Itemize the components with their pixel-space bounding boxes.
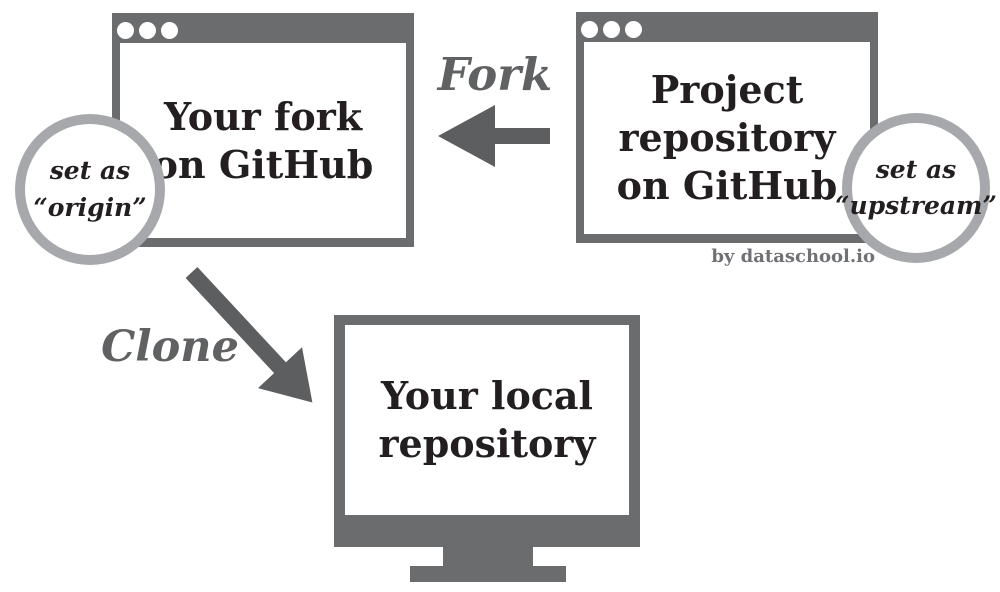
monitor-stand-neck [443, 547, 533, 567]
window-dot-icon [581, 21, 598, 38]
window-dot-icon [625, 21, 642, 38]
monitor-screen: Your local repository [345, 325, 629, 515]
window-dot-icon [117, 22, 134, 39]
fork-arrow-icon [438, 105, 550, 167]
clone-action-label: Clone [101, 322, 239, 372]
local-repository-title: Your local repository [378, 373, 596, 466]
project-window-content: Project repository on GitHub [584, 42, 870, 234]
clone-arrow-icon [185, 267, 313, 403]
fork-window-title: Your fork on GitHub [152, 93, 374, 187]
project-window-titlebar [576, 12, 878, 42]
byline: by dataschool.io [711, 246, 875, 267]
project-window-title: Project repository on GitHub [616, 67, 838, 208]
upstream-badge-label: set as “upstream” [835, 154, 997, 220]
local-repository-monitor: Your local repository [334, 315, 640, 547]
origin-badge: set as “origin” [15, 114, 165, 265]
window-dot-icon [161, 22, 178, 39]
fork-window-content: Your fork on GitHub [120, 43, 406, 238]
upstream-badge: set as “upstream” [835, 113, 997, 263]
origin-badge-label: set as “origin” [33, 156, 147, 222]
fork-window-titlebar [112, 13, 414, 43]
monitor-stand-base [410, 566, 566, 582]
fork-action-label: Fork [437, 48, 553, 101]
project-window: Project repository on GitHub [576, 12, 878, 243]
window-dot-icon [603, 21, 620, 38]
window-dot-icon [139, 22, 156, 39]
